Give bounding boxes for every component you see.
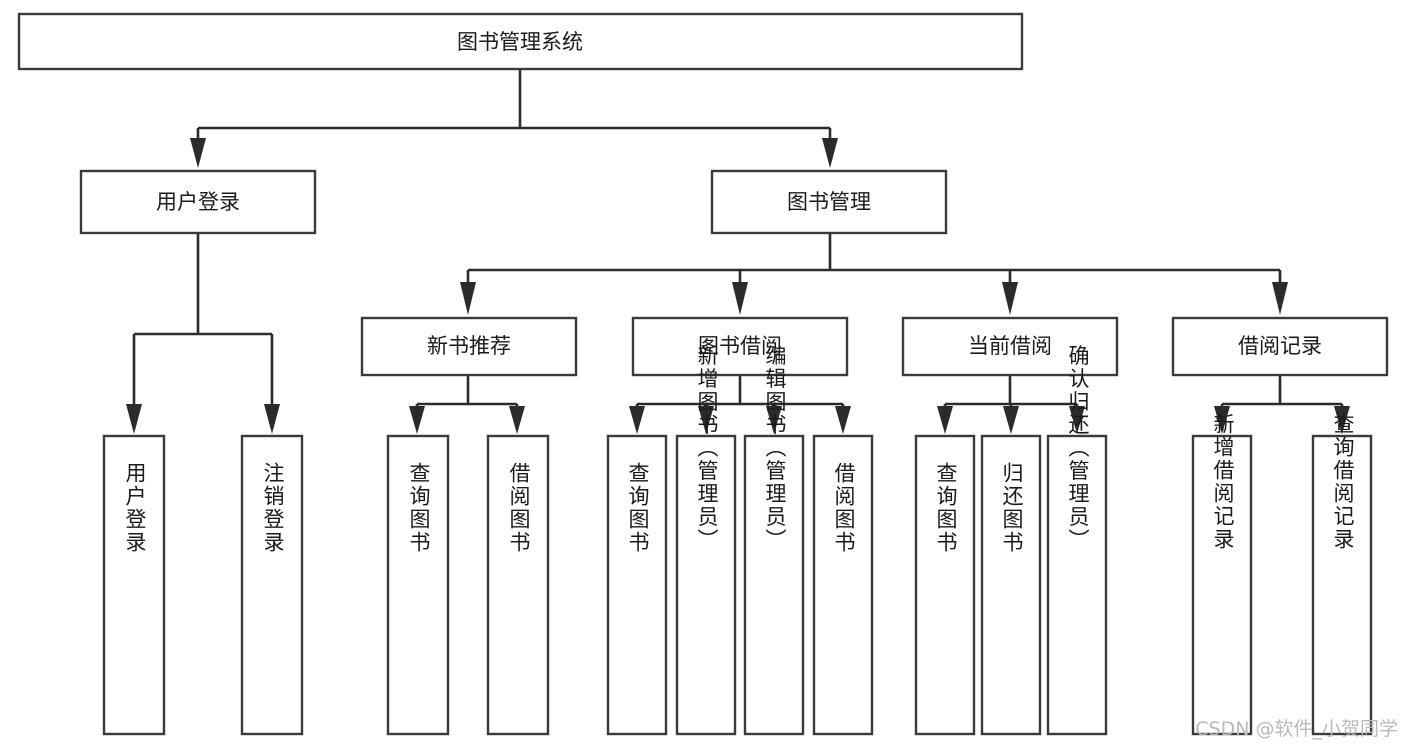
node-current-borrow-box[interactable] (901, 316, 1119, 377)
leaf-user-logout[interactable]: 注销登录 (240, 434, 304, 736)
arrow-borrow-leaf1 (629, 406, 645, 434)
leaf-record-add[interactable]: 新增借阅记录 (1191, 413, 1253, 736)
leaf-user-login-1[interactable]: 用户登录 (102, 434, 166, 736)
arrow-record-leaf2 (1334, 406, 1350, 434)
connector-layer (126, 69, 1350, 434)
arrow-user-leaf1 (126, 404, 142, 434)
leaf-record-query-box[interactable] (1311, 434, 1373, 736)
node-user-login-box[interactable] (79, 169, 317, 235)
leaf-user-login-1-box[interactable] (102, 434, 166, 736)
leaf-borrow-borrow-book-box[interactable] (812, 434, 874, 736)
node-book-management-label: 图书管理 (787, 190, 871, 214)
arrow-root-to-user (190, 138, 206, 168)
arrow-record-leaf1 (1214, 406, 1230, 434)
arrow-borrow-leaf3 (766, 406, 782, 434)
leaf-current-query-book[interactable]: 查询图书 (914, 434, 976, 736)
leaf-user-logout-label: 注销登录 (261, 462, 285, 554)
watermark-label: CSDN @软件_小贺同学 (1195, 718, 1398, 740)
leaf-record-add-box[interactable] (1191, 434, 1253, 736)
leaf-borrow-borrow-book[interactable]: 借阅图书 (812, 434, 874, 736)
leaf-borrow-add-book-label: 新增图书（管理员） (695, 345, 719, 552)
leaf-new-query-book[interactable]: 查询图书 (386, 434, 450, 736)
arrow-current-leaf2 (1003, 406, 1019, 434)
leaf-record-add-label: 新增借阅记录 (1211, 413, 1235, 551)
arrow-borrow-leaf2 (698, 406, 714, 434)
node-borrow-record-box[interactable] (1171, 316, 1389, 377)
arrow-book-to-new (460, 282, 476, 315)
node-new-book-recommend-box[interactable] (360, 316, 578, 377)
leaf-borrow-edit-book[interactable]: 编辑图书（管理员） (743, 345, 805, 736)
leaf-user-login-1-label: 用户登录 (123, 462, 147, 554)
leaf-current-confirm-return-box[interactable] (1046, 434, 1108, 736)
node-book-borrow-label: 图书借阅 (698, 334, 782, 358)
leaf-current-return-book-box[interactable] (980, 434, 1042, 736)
leaf-new-borrow-book[interactable]: 借阅图书 (486, 434, 550, 736)
node-current-borrow[interactable]: 当前借阅 (901, 316, 1119, 377)
arrow-root-to-book (822, 138, 838, 168)
node-root-box[interactable] (17, 12, 1024, 71)
leaf-borrow-add-book[interactable]: 新增图书（管理员） (675, 345, 737, 736)
leaf-borrow-query-book[interactable]: 查询图书 (606, 434, 668, 736)
node-new-book-recommend[interactable]: 新书推荐 (360, 316, 578, 377)
leaf-borrow-borrow-book-label: 借阅图书 (832, 462, 856, 554)
node-book-borrow[interactable]: 图书借阅 (631, 316, 849, 377)
node-user-login[interactable]: 用户登录 (79, 169, 317, 235)
arrow-user-leaf2 (264, 404, 280, 434)
node-user-login-label: 用户登录 (156, 190, 240, 214)
leaf-borrow-add-book-box[interactable] (675, 434, 737, 736)
node-current-borrow-label: 当前借阅 (968, 334, 1052, 358)
arrow-new-leaf1 (409, 406, 425, 434)
leaf-new-borrow-book-box[interactable] (486, 434, 550, 736)
node-book-borrow-box[interactable] (631, 316, 849, 377)
leaf-borrow-query-book-box[interactable] (606, 434, 668, 736)
leaf-record-query[interactable]: 查询借阅记录 (1311, 413, 1373, 736)
leaf-current-query-book-label: 查询图书 (934, 462, 958, 554)
leaf-current-query-book-box[interactable] (914, 434, 976, 736)
arrow-new-leaf2 (509, 406, 525, 434)
node-root-label: 图书管理系统 (457, 30, 583, 54)
leaf-record-query-label: 查询借阅记录 (1331, 413, 1355, 551)
node-new-book-recommend-label: 新书推荐 (427, 334, 511, 358)
leaf-new-query-book-label: 查询图书 (407, 462, 431, 554)
leaf-user-logout-box[interactable] (240, 434, 304, 736)
node-book-management-box[interactable] (710, 169, 948, 235)
node-borrow-record-label: 借阅记录 (1238, 334, 1322, 358)
arrow-current-leaf1 (937, 406, 953, 434)
arrow-book-to-borrow (732, 282, 748, 315)
leaf-current-confirm-return[interactable]: 确认归还（管理员） (1046, 345, 1108, 736)
arrow-book-to-record (1272, 282, 1288, 315)
node-borrow-record[interactable]: 借阅记录 (1171, 316, 1389, 377)
leaf-borrow-edit-book-label: 编辑图书（管理员） (763, 345, 787, 552)
leaf-borrow-query-book-label: 查询图书 (626, 462, 650, 554)
leaf-current-return-book[interactable]: 归还图书 (980, 434, 1042, 736)
node-root-system[interactable]: 图书管理系统 (17, 12, 1024, 71)
leaf-current-confirm-return-label: 确认归还（管理员） (1066, 345, 1090, 552)
leaf-current-return-book-label: 归还图书 (1000, 462, 1024, 554)
leaf-new-query-book-box[interactable] (386, 434, 450, 736)
leaf-new-borrow-book-label: 借阅图书 (507, 462, 531, 554)
node-book-management[interactable]: 图书管理 (710, 169, 948, 235)
arrow-borrow-leaf4 (835, 406, 851, 434)
leaf-borrow-edit-book-box[interactable] (743, 434, 805, 736)
arrow-book-to-current (1002, 282, 1018, 315)
arrow-current-leaf3 (1069, 406, 1085, 434)
